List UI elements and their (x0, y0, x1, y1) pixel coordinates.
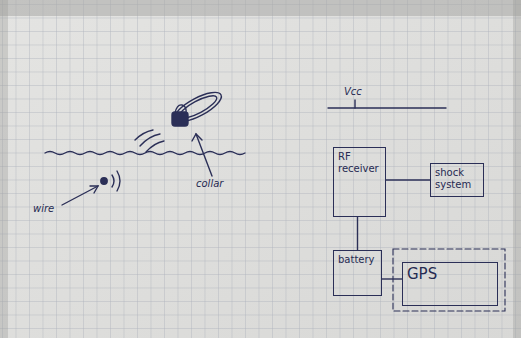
wire-connector (357, 217, 358, 250)
component-box: battery (333, 250, 382, 296)
signal-arc (112, 175, 114, 187)
arrow-head (90, 186, 98, 193)
signal-arc (140, 134, 160, 146)
component-box: GPS (402, 262, 498, 306)
gps-enclosure (393, 249, 505, 311)
signal-arc (146, 141, 164, 152)
ground-surface (45, 152, 245, 155)
wire-connector (386, 179, 430, 180)
lock-body (172, 112, 188, 126)
collar-ring (171, 87, 225, 127)
wire-connector (382, 278, 402, 279)
annotation-label: collar (196, 178, 223, 189)
vcc-rail (328, 107, 446, 108)
paper-edge (513, 0, 521, 338)
arrow-head (192, 134, 202, 141)
signal-arc (117, 171, 120, 191)
leader-arrow (62, 186, 98, 205)
component-label: battery (338, 254, 377, 266)
wire-cross-section (101, 178, 107, 184)
component-box: RF receiver (333, 147, 386, 217)
component-box: shock system (430, 163, 484, 197)
vcc-tick (354, 100, 355, 108)
component-label: RF receiver (338, 151, 381, 174)
component-label: GPS (407, 266, 493, 283)
annotation-label: wire (33, 203, 54, 214)
paper-fold (0, 0, 521, 16)
component-label: shock system (435, 167, 479, 190)
signal-arc (135, 130, 153, 140)
leader-arrow (196, 134, 212, 176)
paper-edge (0, 0, 8, 338)
annotation-label: Vcc (344, 86, 362, 97)
